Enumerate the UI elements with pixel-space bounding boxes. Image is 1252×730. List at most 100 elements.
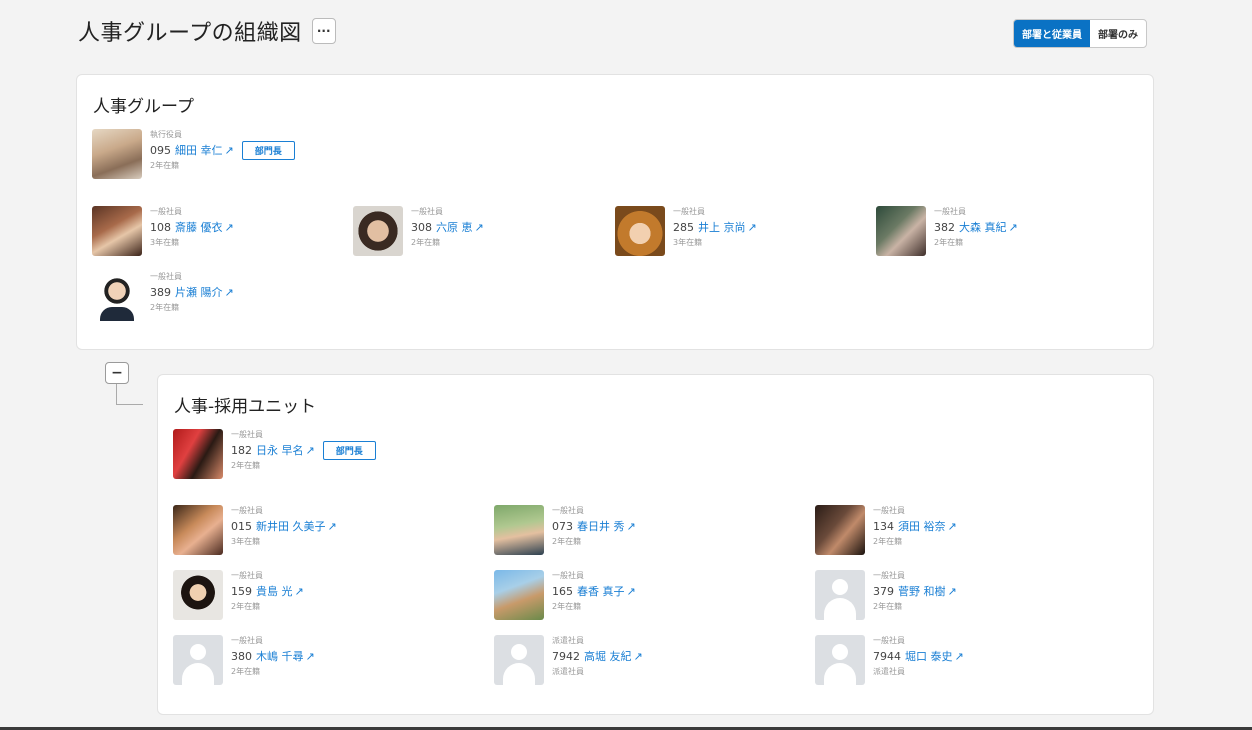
toggle-departments-and-employees[interactable]: 部署と従業員 xyxy=(1014,20,1090,47)
avatar[interactable] xyxy=(494,570,544,620)
job-title: 一般社員 xyxy=(552,571,584,580)
external-link-icon[interactable]: ↗ xyxy=(305,443,315,457)
external-link-icon[interactable]: ↗ xyxy=(294,584,304,598)
job-title: 一般社員 xyxy=(873,506,905,515)
department-head-badge: 部門長 xyxy=(322,440,376,460)
employee-name-link[interactable]: 斎藤 優衣 xyxy=(175,221,223,234)
avatar[interactable] xyxy=(494,505,544,555)
avatar-placeholder[interactable] xyxy=(173,635,223,685)
employee-name-link[interactable]: 木嶋 千尋 xyxy=(256,650,304,663)
external-link-icon[interactable]: ↗ xyxy=(474,220,484,234)
external-link-icon[interactable]: ↗ xyxy=(224,143,234,157)
employee-info: 一般社員 165 春香 真子↗ 2年在籍 xyxy=(552,570,636,612)
employee-card: 一般社員 165 春香 真子↗ 2年在籍 xyxy=(494,570,636,620)
avatar[interactable] xyxy=(92,206,142,256)
employee-main-line: 165 春香 真子↗ xyxy=(552,581,636,601)
employee-main-line: 159 貴島 光↗ xyxy=(231,581,304,601)
external-link-icon[interactable]: ↗ xyxy=(954,649,964,663)
tenure: 2年在籍 xyxy=(231,461,261,470)
employee-name-link[interactable]: 大森 真紀 xyxy=(959,221,1007,234)
avatar[interactable] xyxy=(615,206,665,256)
external-link-icon[interactable]: ↗ xyxy=(626,584,636,598)
employee-main-line: 389 片瀬 陽介↗ xyxy=(150,282,234,302)
avatar[interactable] xyxy=(173,429,223,479)
employee-number: 108 xyxy=(150,220,171,234)
employee-name-link[interactable]: 日永 早名 xyxy=(256,444,304,457)
employee-name-link[interactable]: 貴島 光 xyxy=(256,585,293,598)
employee-name-link[interactable]: 片瀬 陽介 xyxy=(175,286,223,299)
employee-name-link[interactable]: 菅野 和樹 xyxy=(898,585,946,598)
external-link-icon[interactable]: ↗ xyxy=(224,220,234,234)
avatar[interactable] xyxy=(173,570,223,620)
avatar[interactable] xyxy=(92,129,142,179)
external-link-icon[interactable]: ↗ xyxy=(224,285,234,299)
avatar[interactable] xyxy=(815,505,865,555)
employee-name-link[interactable]: 堀口 泰史 xyxy=(905,650,953,663)
external-link-icon[interactable]: ↗ xyxy=(626,519,636,533)
department-head-badge: 部門長 xyxy=(241,140,295,160)
job-title: 派遣社員 xyxy=(552,636,584,645)
toggle-departments-only[interactable]: 部署のみ xyxy=(1098,30,1138,41)
tenure: 3年在籍 xyxy=(673,238,703,247)
employee-info: 一般社員 159 貴島 光↗ 2年在籍 xyxy=(231,570,304,612)
external-link-icon[interactable]: ↗ xyxy=(947,584,957,598)
more-options-button[interactable]: ··· xyxy=(311,18,336,44)
employee-number: 379 xyxy=(873,584,894,598)
external-link-icon[interactable]: ↗ xyxy=(305,649,315,663)
avatar-placeholder[interactable] xyxy=(494,635,544,685)
employee-main-line: 379 菅野 和樹↗ xyxy=(873,581,957,601)
tenure: 2年在籍 xyxy=(231,602,261,611)
job-title: 一般社員 xyxy=(411,207,443,216)
tenure: 派遣社員 xyxy=(552,667,584,676)
employee-number: 7944 xyxy=(873,649,901,663)
employee-name-link[interactable]: 細田 幸仁 xyxy=(175,144,223,157)
employee-name-link[interactable]: 六原 恵 xyxy=(436,221,473,234)
job-title: 一般社員 xyxy=(231,571,263,580)
employee-main-line: 7944 堀口 泰史↗ xyxy=(873,646,964,666)
employee-main-line: 134 須田 裕奈↗ xyxy=(873,516,957,536)
avatar[interactable] xyxy=(353,206,403,256)
view-toggle: 部署と従業員 部署のみ xyxy=(1013,19,1147,48)
employee-number: 389 xyxy=(150,285,171,299)
external-link-icon[interactable]: ↗ xyxy=(1008,220,1018,234)
employee-name-link[interactable]: 春香 真子 xyxy=(577,585,625,598)
avatar-placeholder[interactable] xyxy=(815,635,865,685)
tenure: 2年在籍 xyxy=(552,537,582,546)
external-link-icon[interactable]: ↗ xyxy=(747,220,757,234)
job-title: 一般社員 xyxy=(231,430,263,439)
employee-name-link[interactable]: 高堀 友紀 xyxy=(584,650,632,663)
employee-number: 134 xyxy=(873,519,894,533)
page-title: 人事グループの組織図 xyxy=(78,21,302,46)
employee-name-link[interactable]: 新井田 久美子 xyxy=(256,520,326,533)
employee-number: 308 xyxy=(411,220,432,234)
employee-name-link[interactable]: 須田 裕奈 xyxy=(898,520,946,533)
tenure: 派遣社員 xyxy=(873,667,905,676)
employee-number: 285 xyxy=(673,220,694,234)
tenure: 3年在籍 xyxy=(231,537,261,546)
external-link-icon[interactable]: ↗ xyxy=(327,519,337,533)
employee-name-link[interactable]: 井上 京尚 xyxy=(698,221,746,234)
external-link-icon[interactable]: ↗ xyxy=(633,649,643,663)
avatar[interactable] xyxy=(92,271,142,321)
avatar-placeholder[interactable] xyxy=(815,570,865,620)
avatar[interactable] xyxy=(876,206,926,256)
tenure: 2年在籍 xyxy=(411,238,441,247)
employee-name-link[interactable]: 春日井 秀 xyxy=(577,520,625,533)
employee-number: 159 xyxy=(231,584,252,598)
tenure: 2年在籍 xyxy=(231,667,261,676)
avatar[interactable] xyxy=(173,505,223,555)
tenure: 2年在籍 xyxy=(552,602,582,611)
employee-number: 165 xyxy=(552,584,573,598)
collapse-button[interactable]: − xyxy=(105,362,129,384)
tenure: 2年在籍 xyxy=(150,161,180,170)
external-link-icon[interactable]: ↗ xyxy=(947,519,957,533)
